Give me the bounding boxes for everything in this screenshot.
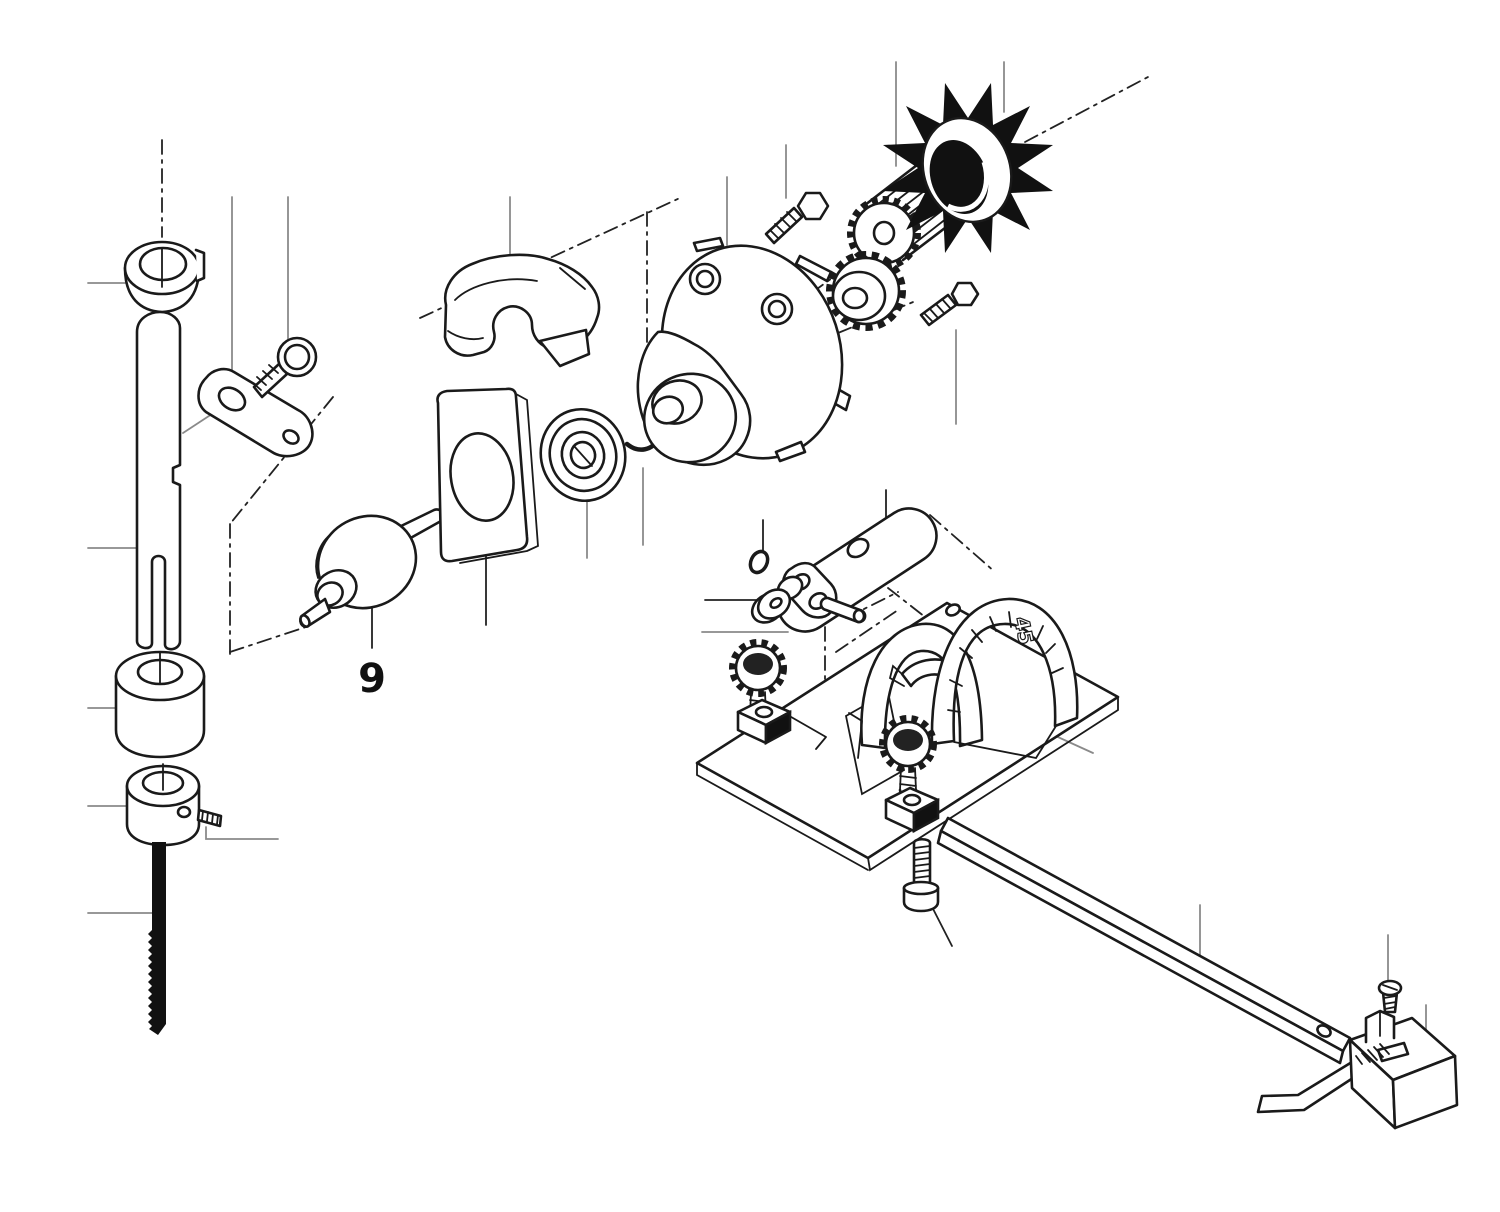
tilt-scale-engraving: 45 [1009, 614, 1038, 646]
eccentric-crank [299, 508, 445, 628]
saw-blade [148, 842, 166, 1035]
link-screw [252, 336, 318, 399]
ball-bearing [539, 407, 627, 503]
bearing-plate [436, 387, 539, 564]
fence-clamp-block [1256, 1009, 1459, 1130]
driven-gear [826, 251, 906, 331]
square-nut-front [736, 698, 792, 746]
shaft-lock-collar [123, 240, 206, 314]
part-9-callout: 9 [358, 656, 386, 702]
gear-housing [636, 236, 852, 467]
housing-bolt-upper [764, 191, 830, 245]
plunger-shaft [135, 310, 182, 651]
connecting-link [197, 367, 314, 458]
blade-bushing [114, 650, 206, 759]
clevis-pin [819, 596, 867, 624]
blade-holder [125, 763, 201, 847]
tilt-scale-ticks [947, 611, 1064, 713]
housing-bolt-lower [919, 281, 980, 327]
thumb-nut-front [729, 639, 787, 722]
counterweight [443, 253, 601, 368]
o-ring [748, 549, 770, 575]
tilt-scale-dome: 45 [930, 597, 1079, 760]
leader-lines [87, 61, 1427, 1057]
carriage-bolt [902, 837, 940, 913]
fence-screw [1377, 979, 1403, 1014]
cooling-fan [883, 83, 1053, 253]
square-nut-rear [884, 786, 940, 834]
blade-set-screw [196, 808, 223, 828]
fence-rail [936, 816, 1352, 1065]
